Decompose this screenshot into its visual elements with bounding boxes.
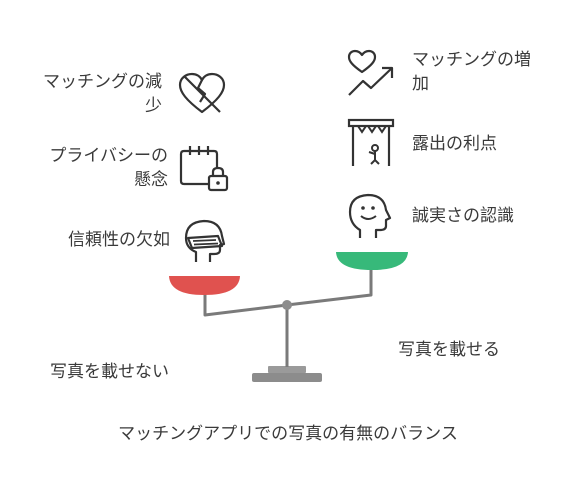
stage-spotlight-icon — [347, 118, 395, 168]
right-factor-3-label: 誠実さの認識 — [412, 206, 514, 226]
scale-pivot — [282, 300, 292, 310]
left-factor-3-label: 信頼性の欠如 — [68, 230, 170, 250]
left-pan — [169, 276, 240, 295]
calendar-lock-icon — [178, 144, 230, 192]
left-factor-1-label: マッチングの減 少 — [43, 72, 162, 116]
left-pan-label: 写真を載せない — [50, 362, 169, 382]
right-pan — [336, 252, 408, 270]
smiling-head-icon — [346, 192, 396, 242]
left-factor-2-label: プライバシーの 懸念 — [49, 146, 168, 190]
right-factor-2-label: 露出の利点 — [412, 134, 497, 154]
diagram-title: マッチングアプリでの写真の有無のバランス — [118, 424, 458, 444]
scale-base-top — [268, 366, 306, 373]
heart-growth-icon — [346, 48, 396, 98]
right-factor-1-label: マッチングの増 加 — [412, 50, 531, 94]
right-pan-label: 写真を載せる — [398, 340, 500, 360]
scale-base — [252, 373, 322, 382]
masked-person-icon — [180, 216, 230, 266]
broken-heart-icon — [176, 72, 228, 116]
